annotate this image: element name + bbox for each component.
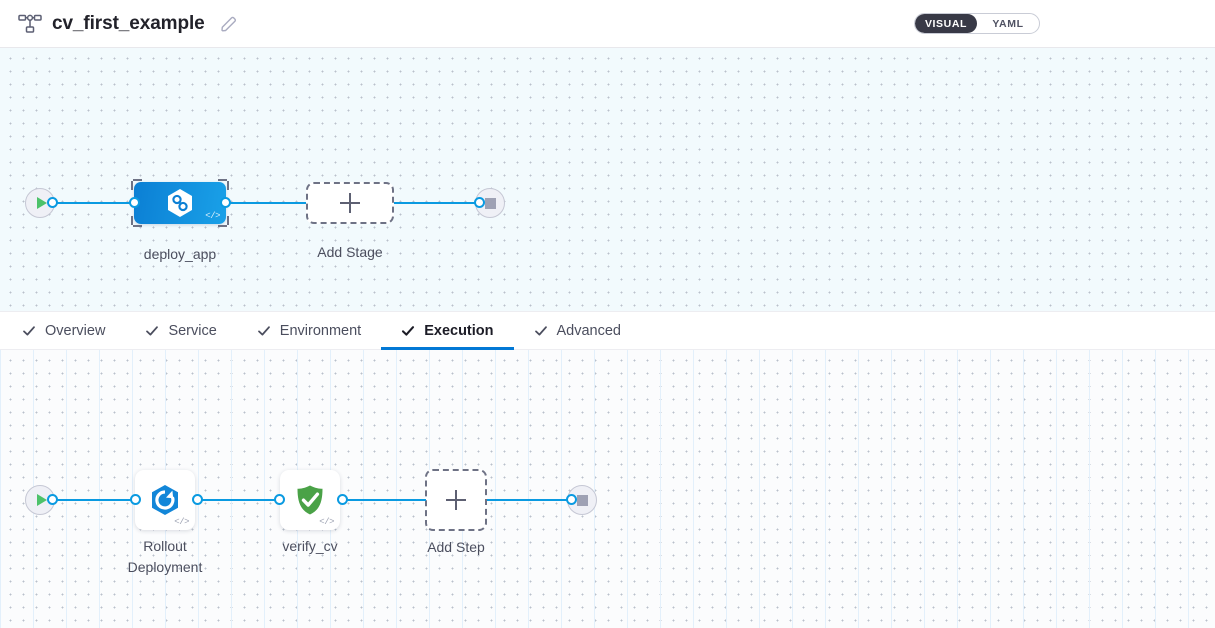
step-node-verify-cv[interactable]: </> verify_cv (280, 470, 340, 554)
tab-label: Overview (45, 322, 106, 339)
plus-icon (446, 490, 466, 510)
end-circle (567, 485, 597, 515)
stage-code-badge: </> (205, 211, 220, 221)
step-code-badge: </> (319, 517, 334, 527)
rollout-deployment-icon (148, 483, 182, 517)
selection-tick (218, 225, 227, 227)
green-shield-check-icon (293, 483, 327, 517)
check-icon (146, 325, 159, 335)
stop-icon (576, 494, 588, 506)
view-mode-toggle[interactable]: VISUAL YAML (914, 13, 1040, 34)
toggle-option-yaml[interactable]: YAML (992, 17, 1024, 30)
rollout-input-port[interactable] (130, 494, 141, 505)
toggle-option-visual[interactable]: VISUAL (915, 14, 977, 33)
tab-label: Execution (424, 322, 494, 339)
selection-tick (131, 181, 133, 190)
add-stage-button[interactable] (306, 182, 394, 224)
play-icon (36, 197, 47, 209)
stop-icon (484, 197, 496, 209)
step-code-badge: </> (174, 517, 189, 527)
stage-node-label: deploy_app (143, 246, 217, 262)
verify-cv-output-port[interactable] (337, 494, 348, 505)
step-node-label: Rollout Deployment (127, 538, 203, 575)
add-step-button[interactable] (425, 469, 487, 531)
step-node-body[interactable]: </> (280, 470, 340, 530)
add-stage-label: Add Stage (317, 244, 383, 260)
harness-cd-hexagon-icon (166, 188, 194, 218)
check-icon (257, 325, 270, 335)
plus-icon (340, 193, 360, 213)
check-icon (402, 325, 415, 336)
app-header: cv_first_example VISUAL YAML (0, 0, 1215, 48)
step-node-body[interactable]: </> (135, 470, 195, 530)
execution-end-input-port[interactable] (566, 494, 577, 505)
check-icon (23, 325, 35, 335)
tab-advanced[interactable]: Advanced (514, 312, 642, 349)
header-left-group: cv_first_example (0, 13, 239, 35)
tab-execution[interactable]: Execution (381, 312, 514, 350)
stage-graph-canvas[interactable]: </> deploy_app Add Stage (0, 48, 1215, 311)
edge-deploy-app-to-add-stage (226, 202, 306, 204)
tab-overview[interactable]: Overview (0, 312, 125, 349)
check-icon (534, 325, 547, 335)
pipeline-flow-icon (18, 14, 42, 34)
deploy-app-input-port[interactable] (129, 197, 140, 208)
stage-node-deploy-app[interactable]: </> deploy_app (131, 179, 229, 262)
execution-start-output-port[interactable] (47, 494, 58, 505)
execution-graph-canvas[interactable]: </> Rollout Deployment </> verify_cv (0, 350, 1215, 628)
play-icon (36, 494, 47, 506)
header-right-group: VISUAL YAML (914, 13, 1215, 34)
add-step-label: Add Step (427, 539, 485, 555)
edge-add-step-to-end (487, 499, 570, 501)
step-node-label: verify_cv (282, 538, 338, 554)
tab-label: Service (168, 322, 217, 339)
step-node-rollout-deployment[interactable]: </> Rollout Deployment (128, 470, 202, 575)
edit-pencil-icon[interactable] (215, 14, 239, 34)
execution-end-node[interactable] (567, 485, 597, 515)
edge-start-to-deploy-app (52, 202, 135, 204)
edge-verify-cv-to-add-step (343, 499, 426, 501)
selection-tick (227, 181, 229, 190)
end-input-port[interactable] (474, 197, 485, 208)
tab-environment[interactable]: Environment (237, 312, 381, 349)
selection-tick (218, 179, 227, 181)
edge-rollout-to-verify-cv (198, 499, 280, 501)
verify-cv-input-port[interactable] (274, 494, 285, 505)
selection-tick (227, 216, 229, 225)
selection-tick (131, 216, 133, 225)
stage-node-body[interactable]: </> (131, 179, 229, 227)
page-title: cv_first_example (52, 12, 205, 34)
tab-label: Environment (279, 322, 362, 339)
add-step-node[interactable]: Add Step (425, 469, 487, 555)
stage-config-tabbar[interactable]: Overview Service Environment Execution A… (0, 311, 1215, 350)
selection-tick (133, 225, 142, 227)
selection-tick (133, 179, 142, 181)
tab-label: Advanced (556, 322, 622, 339)
edge-add-stage-to-end (394, 202, 477, 204)
edge-start-to-rollout (52, 499, 136, 501)
tab-service[interactable]: Service (125, 312, 236, 349)
deploy-app-output-port[interactable] (220, 197, 231, 208)
add-stage-node[interactable]: Add Stage (306, 182, 394, 260)
start-output-port[interactable] (47, 197, 58, 208)
rollout-output-port[interactable] (192, 494, 203, 505)
